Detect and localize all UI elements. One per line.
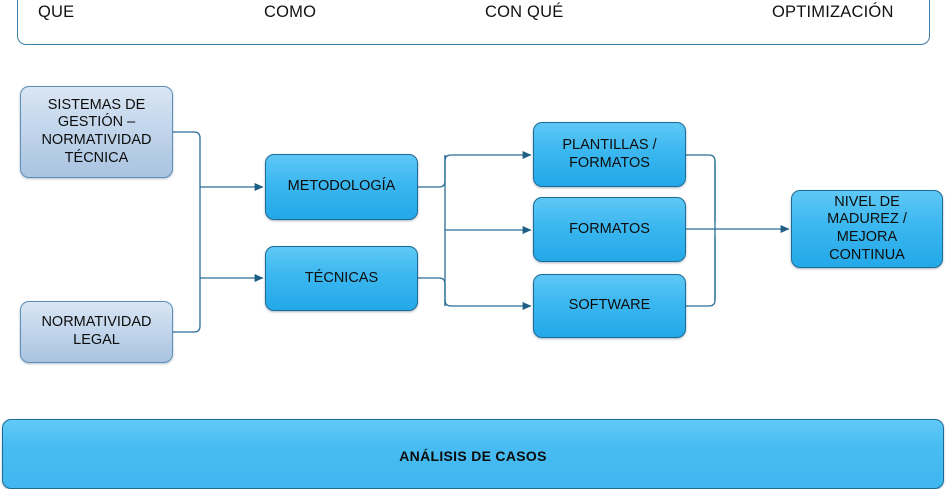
node-metodologia[interactable]: METODOLOGÍA (265, 154, 418, 220)
phase-label-optimizacion: OPTIMIZACIÓN (772, 3, 894, 21)
phase-label-con-que: CON QUÉ (485, 3, 564, 21)
node-normatividad-legal[interactable]: NORMATIVIDAD LEGAL (20, 301, 173, 363)
phase-label-que: QUE (38, 3, 75, 21)
edge-bus2-to-software (444, 299, 532, 310)
edge-metodologia-to-bus2 (418, 155, 446, 188)
phase-header-bar: QUE COMO CON QUÉ OPTIMIZACIÓN (17, 0, 930, 45)
node-sistemas-de-gestion[interactable]: SISTEMAS DE GESTIÓN – NORMATIVIDAD TÉCNI… (20, 86, 173, 178)
edge-bus2-to-plantillas (444, 151, 532, 162)
edge-plantillas-to-bus3 (686, 154, 716, 222)
edge-tecnicas-to-bus2 (418, 277, 446, 306)
node-software[interactable]: SOFTWARE (533, 274, 686, 338)
node-formatos[interactable]: FORMATOS (533, 197, 686, 262)
footer-banner-label: ANÁLISIS DE CASOS (399, 448, 547, 464)
node-nivel-de-madurez[interactable]: NIVEL DE MADUREZ / MEJORA CONTINUA (791, 190, 943, 268)
node-plantillas-formatos[interactable]: PLANTILLAS / FORMATOS (533, 122, 686, 187)
edge-software-to-bus3 (686, 236, 716, 307)
footer-banner: ANÁLISIS DE CASOS (2, 419, 944, 489)
edge-sistemas-to-bus1 (173, 131, 201, 186)
phase-label-como: COMO (264, 3, 317, 21)
node-tecnicas[interactable]: TÉCNICAS (265, 246, 418, 311)
edge-normlegal-to-bus1 (173, 278, 201, 333)
